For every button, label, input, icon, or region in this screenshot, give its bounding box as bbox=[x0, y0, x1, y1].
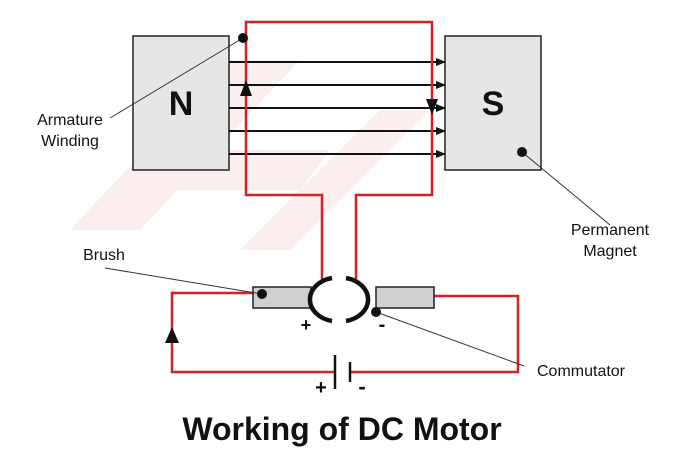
diagram-title: Working of DC Motor bbox=[182, 411, 501, 447]
external-circuit bbox=[170, 291, 520, 374]
commutator-segment-left bbox=[307, 275, 333, 324]
circuit-current-arrow bbox=[165, 327, 179, 343]
armature-coil bbox=[244, 20, 434, 282]
south-pole-label: S bbox=[482, 85, 505, 123]
commutator-label: Commutator bbox=[537, 363, 626, 380]
south-magnet bbox=[444, 35, 542, 171]
permanent-magnet-label-line1: Permanent bbox=[571, 222, 650, 239]
battery-plus-sign: + bbox=[315, 377, 327, 399]
brush-label: Brush bbox=[83, 247, 125, 264]
magnet-pointer-dot bbox=[517, 147, 527, 157]
north-pole-label: N bbox=[169, 85, 194, 123]
north-magnet bbox=[132, 35, 230, 171]
battery-minus-sign: - bbox=[358, 374, 365, 399]
permanent-magnet-label-line2: Magnet bbox=[583, 243, 637, 260]
brush-right bbox=[375, 286, 435, 309]
current-arrow-down bbox=[426, 99, 438, 115]
commutator-pointer-dot bbox=[371, 307, 381, 317]
armature-winding-label-line1: Armature bbox=[37, 112, 103, 129]
commutator-minus-sign: - bbox=[379, 314, 386, 336]
armature-pointer-dot bbox=[238, 33, 248, 43]
commutator-plus-sign: + bbox=[301, 315, 312, 335]
brush-pointer-dot bbox=[257, 289, 267, 299]
leader-lines bbox=[104, 37, 611, 367]
commutator-segment-right bbox=[345, 275, 371, 324]
magnetic-field-lines bbox=[229, 58, 446, 158]
current-arrow-up bbox=[240, 80, 252, 96]
armature-winding-label-line2: Winding bbox=[41, 133, 99, 150]
